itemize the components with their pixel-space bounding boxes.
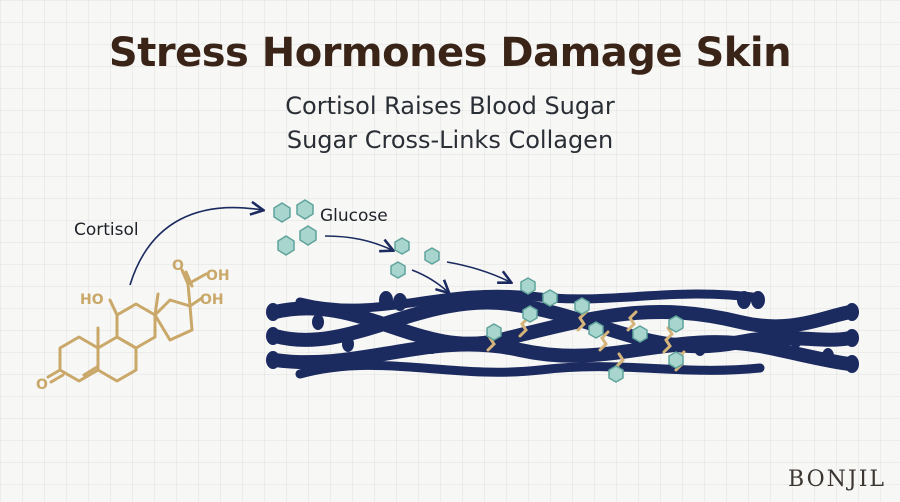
page-title: Stress Hormones Damage Skin [108,30,792,76]
atom-ho: HO [80,292,104,308]
brand-logo: BONJIL [788,467,886,492]
cortisol-to-glucose-arrow [129,208,262,286]
subtitle-line-2: Sugar Cross-Links Collagen [286,126,614,154]
atom-oh-chain: OH [206,268,230,284]
subtitle-line-1: Cortisol Raises Blood Sugar [285,92,615,120]
glucose-arrow-3 [446,261,510,282]
cortisol-molecule [46,268,208,384]
glucose-arrow-1 [324,235,392,250]
glucose-molecules [273,199,684,383]
atom-o-carbonyl: O [172,258,184,274]
atom-o-ketone: O [36,377,48,393]
collagen-end-caps [266,291,859,373]
cortisol-label: Cortisol [74,220,139,240]
glucose-arrow-2 [411,269,448,292]
collagen-fiber [268,289,857,379]
glucose-label: Glucose [320,206,388,226]
atom-oh-ring: OH [200,292,224,308]
